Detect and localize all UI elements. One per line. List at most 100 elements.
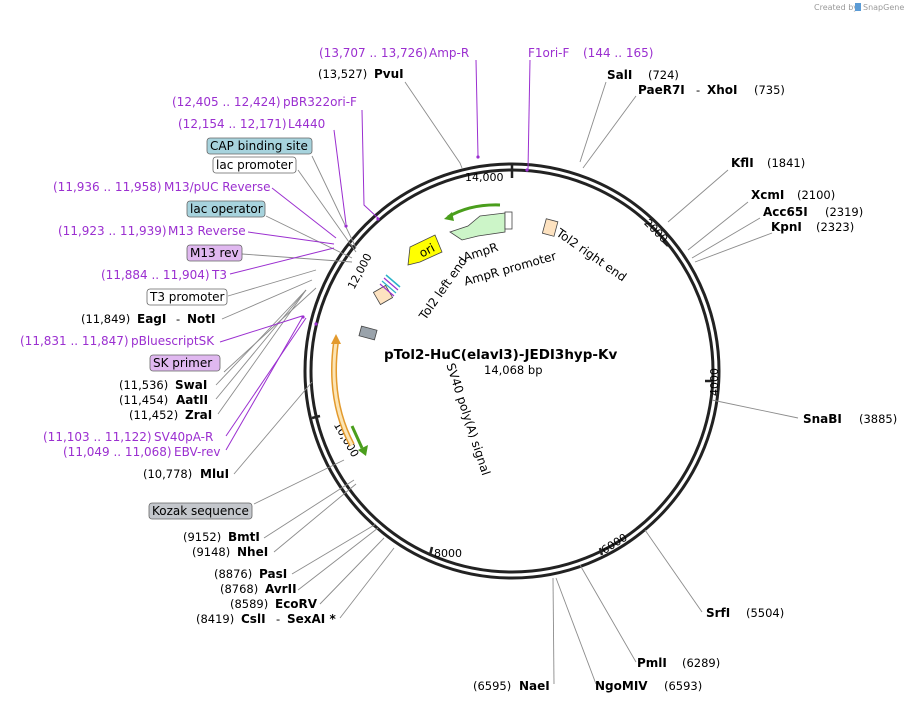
ngomiv-pos: (6593) <box>664 679 702 693</box>
snabi-name: SnaBI <box>803 412 842 426</box>
snapgene-logo-icon <box>855 3 861 11</box>
tol2-right-label: Tol2 right end <box>553 225 629 284</box>
t3-range: (11,884 .. 11,904) <box>101 268 210 282</box>
ecorv-name: EcoRV <box>275 597 318 611</box>
kfli-pos: (1841) <box>767 156 805 170</box>
site-aatii: (11,454) AatII <box>119 393 208 407</box>
paer7i-name: PaeR7I <box>638 83 685 97</box>
site-pmli: PmlI (6289) <box>637 656 720 670</box>
lac-operator-label: lac operator <box>190 202 263 216</box>
site-xcmi: XcmI (2100) <box>751 188 835 202</box>
box-lac-promoter: lac promoter <box>212 156 297 174</box>
box-cap-binding-site: CAP binding site <box>206 137 313 155</box>
xcmi-name: XcmI <box>751 188 784 202</box>
site-kpni: KpnI (2323) <box>771 220 854 234</box>
pbluescriptsk-range: (11,831 .. 11,847) <box>20 334 129 348</box>
pmli-pos: (6289) <box>682 656 720 670</box>
aatii-name: AatII <box>176 393 208 407</box>
ebv-rev-range: (11,049 .. 11,068) <box>63 445 172 459</box>
tick-6000: 6000 <box>599 531 630 557</box>
site-ecorv: (8589) EcoRV <box>230 597 318 611</box>
site-naei: (6595) NaeI <box>473 679 550 693</box>
m13-rev-label: M13 rev <box>190 246 239 260</box>
site-csli: (8419) CslI - SexAI * <box>196 612 336 626</box>
kpni-name: KpnI <box>771 220 802 234</box>
credit-brand: SnapGene <box>863 3 904 12</box>
primer-amp-r: (13,707 .. 13,726) Amp-R <box>319 46 469 60</box>
pbluescriptsk-name: pBluescriptSK <box>131 334 215 348</box>
snabi-pos: (3885) <box>859 412 897 426</box>
site-ngomiv: NgoMIV (6593) <box>595 679 702 693</box>
eagi-pos: (11,849) <box>81 312 130 326</box>
site-sali: SalI (724) <box>607 68 679 82</box>
kfli-name: KflI <box>731 156 754 170</box>
sv40-region <box>331 325 378 456</box>
primer-leaders <box>219 59 531 451</box>
box-t3-promoter: T3 promoter <box>146 288 228 306</box>
plasmid-name: pTol2-HuC(elavl3)-JEDI3hyp-Kv <box>384 347 617 363</box>
site-pvui: (13,527) PvuI <box>318 67 404 81</box>
l4440-name: L4440 <box>288 117 325 131</box>
kozak-label: Kozak sequence <box>152 504 249 518</box>
site-swai: (11,536) SwaI <box>119 378 207 392</box>
ori-arrow <box>407 234 443 266</box>
sv40-label: SV40 poly(A) signal <box>443 361 493 477</box>
t3-name: T3 <box>211 268 227 282</box>
eagi-name: EagI <box>137 312 166 326</box>
site-nhei: (9148) NheI <box>192 545 268 559</box>
pmli-name: PmlI <box>637 656 667 670</box>
ecorv-pos: (8589) <box>230 597 268 611</box>
primer-ebv-rev: (11,049 .. 11,068) EBV-rev <box>63 445 220 459</box>
pbr322ori-f-range: (12,405 .. 12,424) <box>172 95 281 109</box>
snapgene-credit: Created by SnapGene <box>814 3 904 12</box>
site-srfi: SrfI (5504) <box>706 606 784 620</box>
zrai-name: ZraI <box>185 408 212 422</box>
site-paer7i: PaeR7I - XhoI (735) <box>638 83 785 97</box>
srfi-name: SrfI <box>706 606 730 620</box>
tick-marks <box>311 164 712 556</box>
ampr-arrow <box>444 203 513 241</box>
pbr322ori-f-name: pBR322ori-F <box>283 95 357 109</box>
bmti-pos: (9152) <box>183 530 221 544</box>
primer-m13-reverse: (11,923 .. 11,939) M13 Reverse <box>58 224 246 238</box>
tick-8000: 8000 <box>434 547 462 560</box>
paer7i-pos: (735) <box>754 83 785 97</box>
f1ori-f-name: F1ori-F <box>528 46 569 60</box>
zrai-pos: (11,452) <box>129 408 178 422</box>
csli-sep: - <box>276 612 280 626</box>
srfi-pos: (5504) <box>746 606 784 620</box>
swai-pos: (11,536) <box>119 378 168 392</box>
pvui-pos: (13,527) <box>318 67 367 81</box>
sexai-name: SexAI * <box>287 612 336 626</box>
ori-label: ori <box>417 241 437 261</box>
xhoi-name: XhoI <box>707 83 738 97</box>
paer7i-sep: - <box>696 83 700 97</box>
tick-4000: 4000 <box>708 368 721 396</box>
site-eagi: (11,849) EagI - NotI <box>81 312 216 326</box>
primer-pbr322ori-f: (12,405 .. 12,424) pBR322ori-F <box>172 95 357 109</box>
acc65i-name: Acc65I <box>763 205 808 219</box>
swai-name: SwaI <box>175 378 207 392</box>
primer-sv40pa-r: (11,103 .. 11,122) SV40pA-R <box>43 430 213 444</box>
csli-pos: (8419) <box>196 612 234 626</box>
box-lac-operator: lac operator <box>186 200 266 218</box>
sk-primer-label: SK primer <box>153 356 212 370</box>
acc65i-pos: (2319) <box>825 205 863 219</box>
site-mlui: (10,778) MluI <box>143 467 229 481</box>
site-pasi: (8876) PasI <box>214 567 287 581</box>
site-snabi: SnaBI (3885) <box>803 412 897 426</box>
t3-promoter-label: T3 promoter <box>149 290 225 304</box>
pasi-name: PasI <box>259 567 287 581</box>
amp-r-range: (13,707 .. 13,726) <box>319 46 428 60</box>
bmti-name: BmtI <box>228 530 260 544</box>
plasmid-length: 14,068 bp <box>484 363 543 377</box>
feature-stripes <box>379 274 401 297</box>
nhei-name: NheI <box>237 545 268 559</box>
eagi-sep: - <box>176 312 180 326</box>
noti-name: NotI <box>187 312 216 326</box>
naei-name: NaeI <box>519 679 550 693</box>
m13-reverse-name: M13 Reverse <box>168 224 246 238</box>
box-kozak: Kozak sequence <box>148 502 253 520</box>
primer-t3: (11,884 .. 11,904) T3 <box>101 268 227 282</box>
